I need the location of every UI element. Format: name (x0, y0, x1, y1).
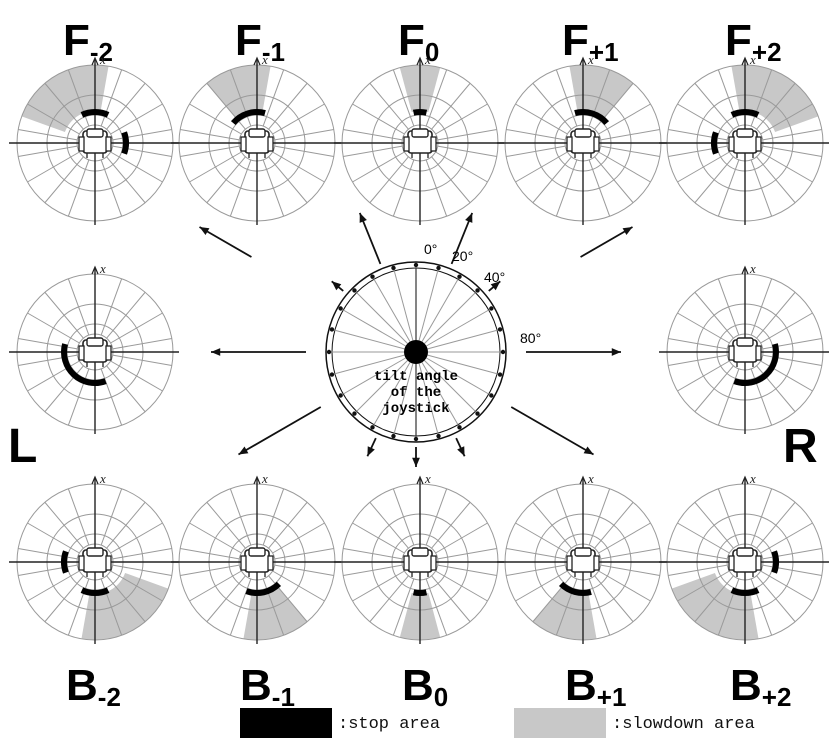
axis-label-x: x (424, 471, 431, 486)
stop-area (730, 587, 760, 596)
axis-label-x: x (261, 471, 268, 486)
polar-panel-B-2: x (9, 471, 179, 644)
panel-title-B-2: B-2 (66, 661, 121, 712)
stop-area (730, 109, 760, 118)
wheelchair-icon (240, 128, 274, 158)
axis-label-x: x (749, 471, 756, 486)
direction-arrow (580, 226, 633, 258)
arrow-head (622, 227, 633, 235)
panel-title-R: R (783, 420, 818, 473)
joystick-knob (404, 340, 428, 364)
stop-area (61, 343, 107, 386)
wheelchair-icon (240, 547, 274, 577)
stop-area (412, 109, 428, 116)
wheelchair-icon (403, 547, 437, 577)
wheelchair-icon (728, 547, 762, 577)
legend-slowdown-label: :slowdown area (612, 715, 755, 734)
polar-panel-B0: x (334, 471, 504, 644)
axis-label-x: x (424, 52, 431, 67)
slowdown-area (21, 65, 109, 133)
stop-area (80, 109, 110, 118)
stop-area (245, 581, 282, 596)
direction-arrow (199, 226, 252, 258)
arrow-head (457, 446, 465, 457)
axis-label-x: x (749, 52, 756, 67)
stop-area (80, 587, 110, 596)
axis-label-x: x (587, 471, 594, 486)
panel-title-B+2: B+2 (730, 661, 791, 712)
polar-panel-B+1: x (497, 471, 667, 644)
polar-panels: x x x x x x x x x x x x (9, 52, 829, 644)
wheelchair-icon (78, 128, 112, 158)
arrow-head (199, 227, 210, 235)
arrow-head (490, 281, 501, 291)
panel-title-B0: B0 (402, 661, 448, 712)
slowdown-area (81, 572, 169, 640)
arrow-head (331, 281, 342, 291)
angle-label-0: 0° (424, 241, 437, 257)
slowdown-area (731, 65, 819, 133)
polar-panel-L: x (9, 261, 179, 434)
panel-title-B+1: B+1 (565, 661, 626, 712)
arrow-head (367, 446, 375, 457)
polar-panel-F+2: x (659, 52, 829, 225)
axis-label-x: x (99, 52, 106, 67)
stop-area (558, 581, 592, 596)
panel-title-F+2: F+2 (725, 16, 782, 67)
stop-area (574, 109, 610, 126)
legend-slowdown-swatch (514, 708, 606, 738)
arrow-head (211, 348, 221, 356)
wheelchair-icon (566, 547, 600, 577)
joystick-tilt-diagram (199, 212, 633, 467)
joystick-caption-line-3: joystick (382, 401, 449, 417)
axis-label-x: x (749, 261, 756, 276)
wheelchair-icon (78, 547, 112, 577)
direction-arrow (510, 406, 594, 456)
wheelchair-icon (566, 128, 600, 158)
wheelchair-icon (728, 128, 762, 158)
panel-title-L: L (8, 420, 37, 473)
arrow-head (583, 446, 594, 455)
wheelchair-icon (403, 128, 437, 158)
polar-panel-F-1: x (171, 52, 341, 225)
wheelchair-icon (728, 337, 762, 367)
legend-stop-label: :stop area (338, 715, 440, 734)
stop-area (230, 109, 266, 126)
angle-label-20: 20° (452, 248, 473, 264)
stop-area (61, 550, 69, 574)
panel-title-F0: F0 (398, 16, 439, 67)
slowdown-area (671, 572, 759, 640)
axis-label-x: x (587, 52, 594, 67)
stop-area (711, 131, 719, 155)
stop-area (121, 131, 129, 155)
direction-arrow (238, 406, 322, 456)
polar-panel-F0: x (334, 52, 504, 225)
wheelchair-icon (78, 337, 112, 367)
stop-area (412, 589, 428, 596)
panel-title-B-1: B-1 (240, 661, 295, 712)
axis-label-x: x (99, 471, 106, 486)
arrow-head (611, 348, 621, 356)
arrow-head (412, 457, 420, 467)
stop-area (771, 550, 779, 574)
polar-panel-F+1: x (497, 52, 667, 225)
panel-title-F+1: F+1 (562, 16, 619, 67)
polar-panel-F-2: x (9, 52, 179, 225)
legend-stop-swatch (240, 708, 332, 738)
axis-label-x: x (261, 52, 268, 67)
panel-title-F-1: F-1 (235, 16, 285, 67)
joystick-caption-line-2: of the (391, 385, 441, 401)
stop-area (733, 343, 779, 386)
axis-label-x: x (99, 261, 106, 276)
joystick-caption-line-1: tilt angle (374, 369, 458, 385)
polar-panel-R: x (659, 261, 829, 434)
polar-panel-B-1: x (171, 471, 341, 644)
arrow-head (465, 212, 473, 223)
arrow-head (359, 212, 367, 223)
arrow-head (238, 446, 249, 455)
angle-label-40: 40° (484, 269, 505, 285)
polar-panel-B+2: x (659, 471, 829, 644)
angle-label-80: 80° (520, 330, 541, 346)
